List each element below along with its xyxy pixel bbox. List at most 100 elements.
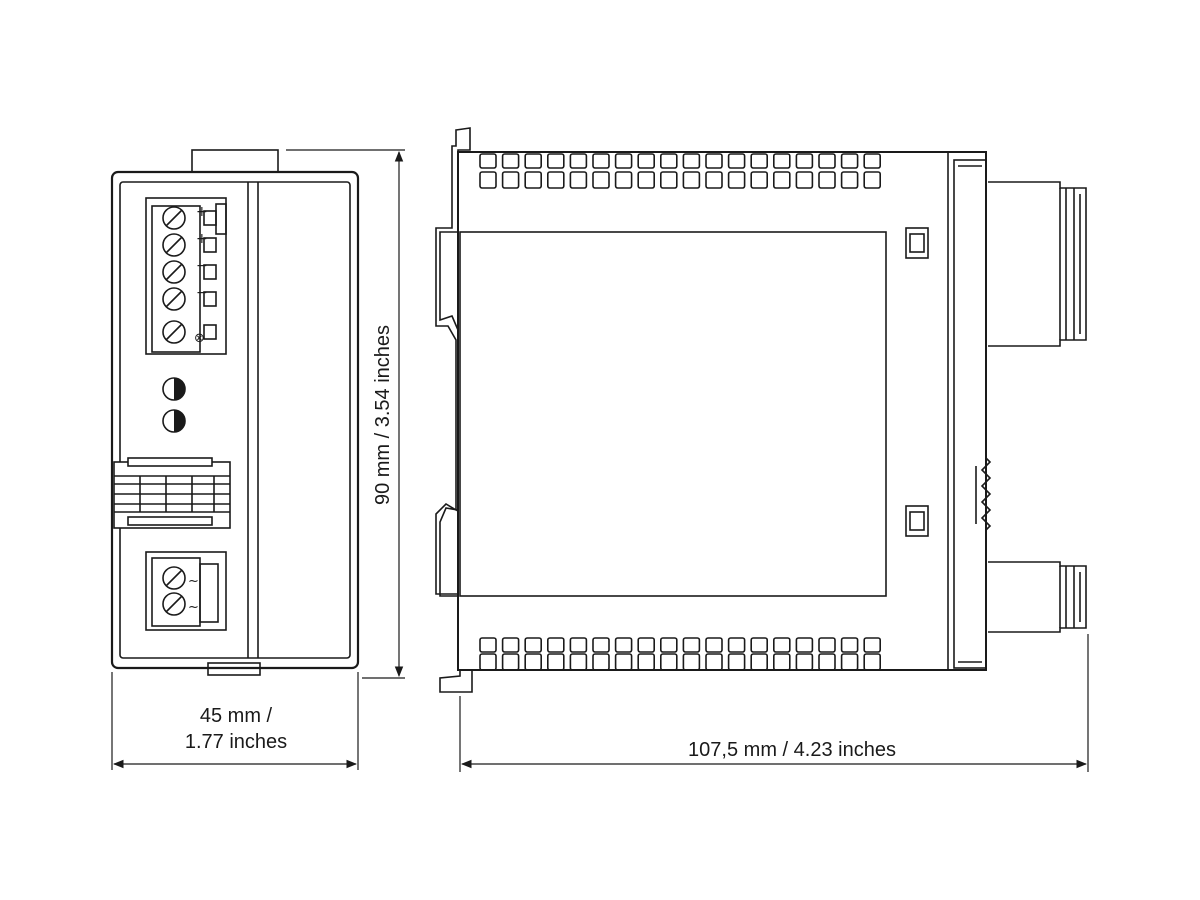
vent-slot [659, 637, 678, 653]
side-dimension-lines [459, 634, 1089, 772]
terminal-mark-plus-2: + [196, 231, 208, 247]
vent-slot [772, 153, 791, 169]
vent-slot [818, 653, 836, 671]
terminal-mark-ac-2: ~ [188, 600, 199, 615]
vent-slot [863, 153, 882, 169]
vent-slot [705, 171, 723, 189]
vent-slot [592, 171, 610, 189]
vent-slot [705, 153, 723, 169]
vent-slot [727, 653, 746, 671]
vent-slot [569, 653, 588, 671]
vent-slot [772, 637, 791, 653]
vent-slot [637, 153, 656, 169]
label-area [459, 231, 887, 597]
front-dimension-lines [111, 149, 405, 770]
vent-slot [501, 171, 520, 189]
din-rail-clip [435, 127, 473, 693]
din-clip-bottom [207, 662, 261, 676]
top-connector [988, 181, 1087, 347]
vent-slot [818, 171, 836, 189]
vent-slot [727, 153, 746, 169]
vent-slot [524, 653, 543, 671]
vent-slot [840, 653, 859, 671]
vent-slot [614, 653, 633, 671]
vent-slot [592, 153, 610, 169]
vent-slot [840, 171, 859, 189]
vent-slot [659, 653, 678, 671]
vent-slot [750, 153, 769, 169]
terminal-mark-plus-1: + [196, 204, 208, 220]
vent-slot [479, 653, 497, 671]
vent-slot [524, 637, 543, 653]
width-label-line2: 1.77 inches [185, 731, 287, 753]
vent-slot [818, 637, 836, 653]
side-latch-bottom [905, 505, 929, 537]
terminal-screw [162, 287, 186, 311]
bottom-connector [988, 561, 1087, 633]
vent-slot [479, 637, 497, 653]
vent-slot [682, 153, 701, 169]
terminal-mark-signal: ⊗ [194, 331, 205, 346]
vent-slot [750, 171, 769, 189]
vent-slot [569, 637, 588, 653]
spring-clip [980, 457, 992, 531]
vent-slot [659, 171, 678, 189]
front-ribs [113, 457, 231, 529]
terminal-screw [162, 233, 186, 257]
vent-slot [682, 171, 701, 189]
vent-slot [705, 653, 723, 671]
vent-slot [818, 153, 836, 169]
vent-slot [546, 171, 565, 189]
side-view [435, 127, 1087, 693]
depth-label: 107,5 mm / 4.23 inches [688, 739, 896, 761]
vent-slot [546, 653, 565, 671]
terminal-screw [162, 320, 186, 344]
vent-slot [840, 153, 859, 169]
vent-slot [637, 171, 656, 189]
terminal-mark-minus-2: − [196, 285, 208, 301]
vent-slot [501, 637, 520, 653]
vent-slot [682, 653, 701, 671]
vent-slot [614, 171, 633, 189]
terminal-mark-ac-1: ~ [188, 574, 199, 589]
vent-slot [479, 171, 497, 189]
vent-slot [614, 153, 633, 169]
vent-slot [863, 171, 882, 189]
vent-slot [750, 637, 769, 653]
terminal-screw [162, 260, 186, 284]
vent-slot [592, 653, 610, 671]
vent-slot [569, 153, 588, 169]
vent-slot [795, 653, 814, 671]
height-label: 90 mm / 3.54 inches [372, 325, 394, 505]
vent-slot [772, 171, 791, 189]
vent-slot [524, 171, 543, 189]
vent-slot [795, 171, 814, 189]
bottom-vent-row [479, 637, 882, 671]
vent-slot [524, 153, 543, 169]
vent-slot [614, 637, 633, 653]
vent-slot [727, 637, 746, 653]
terminal-mark-minus-1: − [196, 258, 208, 274]
output-terminal-block [145, 197, 227, 355]
terminal-screw [162, 206, 186, 230]
vent-slot [546, 153, 565, 169]
vent-slot [705, 637, 723, 653]
vent-slot [637, 637, 656, 653]
vent-slot [479, 153, 497, 169]
din-clip-top [191, 149, 279, 174]
vent-slot [501, 653, 520, 671]
vent-slot [863, 637, 882, 653]
vent-slot [727, 171, 746, 189]
vent-slot [592, 637, 610, 653]
vent-slot [569, 171, 588, 189]
width-label-line1: 45 mm / [200, 705, 273, 727]
side-latch-top [905, 227, 929, 259]
vent-slot [659, 153, 678, 169]
front-view: + + − − ⊗ ~ ~ [110, 149, 360, 676]
vent-slot [750, 653, 769, 671]
vent-slot [840, 637, 859, 653]
vent-slot [795, 153, 814, 169]
top-vent-row [479, 153, 882, 189]
vent-slot [772, 653, 791, 671]
